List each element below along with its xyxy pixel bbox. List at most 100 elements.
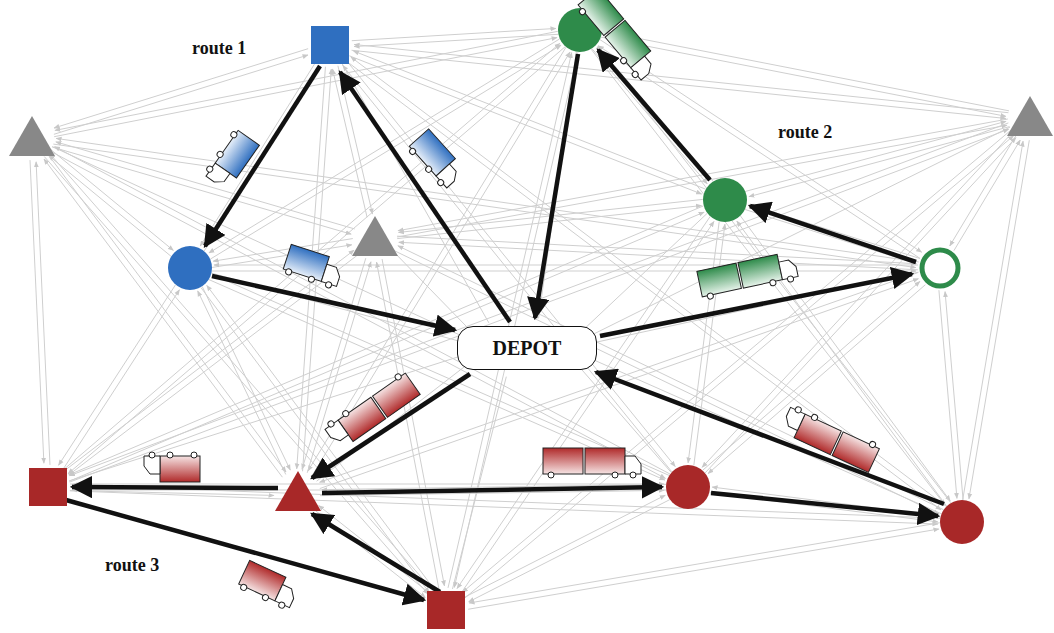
candidate-arc	[591, 127, 1010, 335]
candidate-arc	[204, 67, 320, 251]
candidate-arc	[44, 159, 282, 477]
truck-wheel	[167, 452, 173, 458]
truck-trailer	[373, 373, 421, 417]
route-arc	[322, 487, 662, 493]
truck-icons	[144, 0, 881, 611]
candidate-arc	[352, 50, 1006, 118]
truck-trailer	[578, 0, 624, 36]
candidate-arc	[52, 147, 351, 234]
depot-box: DEPOT	[457, 326, 597, 370]
candidate-arc	[452, 377, 506, 589]
candidate-arc	[55, 31, 558, 130]
truck-trailer	[283, 244, 329, 281]
candidate-arc	[70, 491, 938, 524]
customer-circle	[922, 250, 958, 286]
truck-wheel	[869, 441, 877, 449]
candidate-arc	[198, 291, 286, 475]
candidate-arc	[354, 45, 1008, 113]
route-arc	[596, 372, 944, 504]
candidate-arc	[598, 46, 713, 181]
candidate-arc	[604, 32, 1009, 111]
candidate-arc	[592, 49, 707, 184]
candidate-arc	[52, 147, 462, 337]
candidate-arc	[377, 262, 439, 589]
candidate-arc	[963, 141, 1023, 500]
candidate-arc	[30, 160, 44, 463]
candidate-arc	[969, 140, 1029, 499]
route-arc	[535, 54, 578, 318]
candidate-arc	[50, 154, 434, 591]
truck-trailer	[585, 448, 625, 474]
candidate-arc	[70, 484, 664, 485]
candidate-arc	[945, 292, 963, 500]
truck-trailer	[832, 432, 879, 472]
candidate-arc	[44, 157, 428, 594]
customer-triangle	[352, 216, 398, 256]
candidate-arc	[320, 272, 919, 482]
truck-wheel	[612, 472, 618, 478]
truck-wheel	[308, 275, 316, 283]
route-arc	[340, 72, 510, 322]
truck-wheel	[787, 275, 794, 282]
candidate-arc	[399, 242, 918, 270]
candidate-arc	[207, 285, 435, 590]
candidate-arc	[598, 46, 920, 259]
candidate-arc	[55, 147, 670, 474]
truck-wheel	[278, 601, 286, 609]
customer-circle	[168, 246, 212, 290]
route-label: route 1	[192, 38, 246, 59]
candidate-arc	[469, 500, 670, 602]
candidate-arc	[312, 52, 570, 476]
candidate-arc	[382, 259, 444, 586]
candidate-arc	[597, 47, 951, 503]
route-arc	[598, 50, 710, 180]
candidate-arc	[69, 206, 704, 475]
candidate-arc	[346, 61, 941, 510]
route-arcs	[66, 50, 944, 600]
truck-wheel	[631, 70, 639, 78]
route-arc	[72, 487, 278, 488]
truck-wheel	[342, 409, 350, 417]
truck-wheel	[630, 472, 636, 478]
customer-square	[427, 591, 465, 629]
truck-wheel	[216, 150, 224, 158]
truck-icon	[406, 129, 466, 191]
truck-icon	[575, 0, 661, 83]
customer-triangle	[275, 471, 321, 511]
customer-symbols	[9, 8, 1053, 629]
truck-wheel	[325, 281, 333, 289]
truck-wheel	[707, 293, 714, 300]
truck-icon	[282, 244, 345, 290]
candidate-arc	[694, 224, 725, 465]
truck-cab	[275, 585, 297, 608]
candidate-arc	[600, 40, 922, 253]
truck-icon	[144, 452, 200, 482]
truck-icon	[203, 128, 260, 191]
candidate-arc	[397, 236, 916, 264]
truck-wheel	[811, 413, 819, 421]
candidate-arc	[351, 57, 946, 506]
route-arc	[312, 374, 470, 478]
candidate-arc	[954, 140, 1020, 251]
customer-circle	[940, 500, 984, 544]
truck-cab	[206, 163, 230, 186]
truck-wheel	[794, 406, 802, 414]
route-label: route 2	[778, 122, 832, 143]
route-label: route 3	[105, 555, 159, 576]
truck-trailer	[160, 456, 200, 482]
truck-cab	[631, 56, 655, 80]
truck-cab	[783, 407, 805, 430]
candidate-arc	[464, 495, 665, 597]
candidate-arc	[36, 162, 50, 465]
candidate-arc	[343, 66, 672, 472]
customer-square	[311, 26, 349, 64]
truck-wheel	[424, 165, 432, 173]
truck-cab	[436, 164, 460, 188]
truck-icon	[543, 448, 641, 478]
truck-wheel	[408, 147, 416, 155]
candidate-arc	[69, 212, 704, 481]
candidate-arc	[352, 28, 556, 40]
truck-wheel	[769, 279, 776, 286]
truck-cab	[321, 264, 342, 286]
